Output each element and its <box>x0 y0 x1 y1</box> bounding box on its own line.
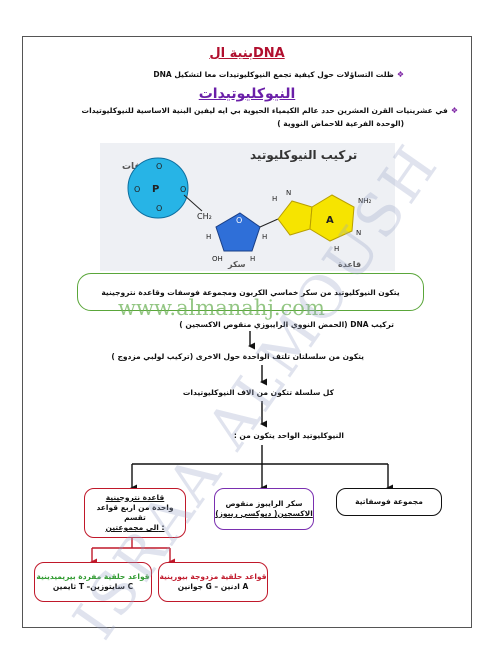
purines-text-1: قواعد حلقية مزدوجة بيورينية <box>159 571 267 581</box>
pyrimidines-text-2: ثايمين T –سايتوزين C <box>52 582 134 591</box>
page-frame <box>22 36 472 628</box>
nitrogen-base-box: قاعدة نتروجينية واحدة من اربع قواعد تقسم… <box>84 488 186 538</box>
sugar-text-2: الاكسجين( ديوكسي ريبوز) <box>215 509 313 518</box>
svg-text:H: H <box>272 195 277 203</box>
bullet-icon: ❖ <box>396 70 404 79</box>
bullet-text-1: ظلت التساؤلات حول كيفية تجمع النيوكليوتي… <box>153 70 394 79</box>
bullet-line-1: ❖ظلت التساؤلات حول كيفية تجمع النيوكليوت… <box>84 70 404 79</box>
bullet-icon: ❖ <box>450 106 458 115</box>
step-nucleotide-parts: النيوكليوتيد الواحد يتكون من : <box>233 431 344 440</box>
step-dna-definition: تركيب DNA (الحمض النووي الرايبوزي منقوص … <box>179 320 394 329</box>
watermark-url: www.almanahj.com <box>118 296 325 320</box>
base-text-3: الى مجموعتين : <box>105 523 165 533</box>
sugar-ring <box>215 212 261 252</box>
title-dna-structure: بنية الDNA <box>209 46 285 61</box>
nucleotide-figure: تركيب النيوكليوتيد الفوسفات P O O O O CH… <box>100 143 395 271</box>
purines-box: قواعد حلقية مزدوجة بيورينية جوانين G – ا… <box>158 562 268 602</box>
svg-text:O: O <box>156 162 162 171</box>
sugar-label: سكر <box>227 260 246 269</box>
phosphate-group-text: مجموعة فوسفاتية <box>355 496 423 506</box>
base-text-2: واحدة من اربع قواعد تقسم <box>96 502 174 522</box>
phosphate-group-box: مجموعة فوسفاتية <box>336 488 442 516</box>
svg-text:O: O <box>134 185 140 194</box>
nucleotide-definition-box: يتكون النيوكليوتيد من سكر خماسي الكربون … <box>77 273 424 311</box>
svg-text:O: O <box>180 185 186 194</box>
svg-text:H: H <box>250 255 255 263</box>
title-nucleotides: النيوكليوتيدات <box>198 86 296 102</box>
nucleotide-definition-text: يتكون النيوكليوتيد من سكر خماسي الكربون … <box>101 287 400 297</box>
svg-text:N: N <box>356 229 361 237</box>
pyrimidines-text-1: قواعد حلقية مفردة بيريميدينية <box>36 571 150 581</box>
base-text-1: قاعدة نتروجينية <box>105 492 165 502</box>
svg-text:NH₂: NH₂ <box>358 197 372 205</box>
figure-title: تركيب النيوكليوتيد <box>250 148 357 163</box>
step-thousands: كل سلسلة تتكون من الاف النيوكليوتيدات <box>182 388 334 397</box>
sugar-box: سكر الرايبوز منقوص الاكسجين( ديوكسي ريبو… <box>214 488 314 530</box>
purines-text-2: جوانين G – ادنين A <box>177 582 249 591</box>
svg-text:H: H <box>206 233 211 241</box>
svg-text:CH₂: CH₂ <box>197 212 212 221</box>
svg-text:N: N <box>286 189 291 197</box>
base-label: قاعدة <box>338 260 361 269</box>
base-letter: A <box>326 215 334 226</box>
svg-text:H: H <box>262 233 267 241</box>
sugar-text-1: سكر الرايبوز منقوص <box>225 498 303 508</box>
svg-text:P: P <box>152 184 159 195</box>
svg-text:O: O <box>156 204 162 213</box>
bullet-text-2: في عشرينيات القرن العشرين حدد عالم الكيم… <box>81 106 448 115</box>
phosphate-group <box>127 157 189 219</box>
step-double-helix: يتكون من سلسلتان تلتف الواحدة حول الاخرى… <box>111 352 364 361</box>
pyrimidines-box: قواعد حلقية مفردة بيريميدينية ثايمين T –… <box>34 562 152 602</box>
bullet-line-2: ❖في عشرينيات القرن العشرين حدد عالم الكي… <box>38 106 458 115</box>
bullet-text-2b: (الوحدة الفرعية للاحماض النووية ) <box>277 119 404 128</box>
nucleotide-diagram: تركيب النيوكليوتيد الفوسفات P O O O O CH… <box>122 148 372 269</box>
base-six-ring <box>309 194 355 242</box>
svg-text:H: H <box>334 245 339 253</box>
svg-text:O: O <box>236 216 242 225</box>
svg-text:OH: OH <box>212 255 223 263</box>
